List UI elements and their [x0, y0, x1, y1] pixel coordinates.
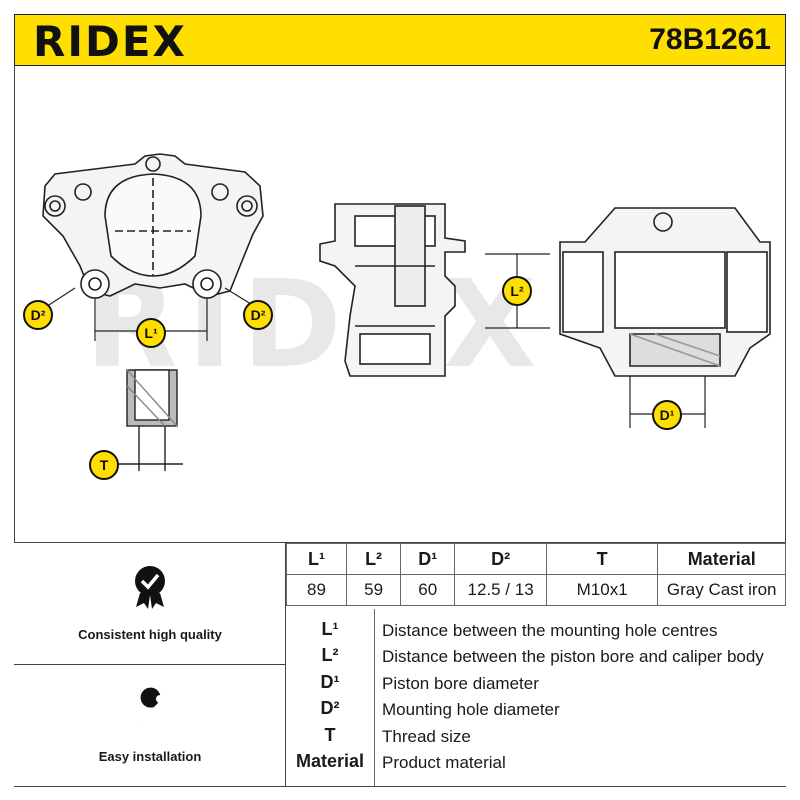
caliper-drawing: RIDEX [34, 153, 771, 471]
technical-drawing: RIDEX [14, 66, 786, 542]
specs-value: 59 [345, 574, 402, 606]
caliper-front-view [42, 153, 264, 299]
specs-header: Material [657, 543, 786, 575]
d2-right-badge: D² [243, 300, 273, 330]
specs-header: T [545, 543, 659, 575]
specs-header-row: L¹ L² D¹ D² T Material [286, 543, 786, 575]
quality-badge-icon [135, 566, 165, 609]
specs-value-row: 89 59 60 12.5 / 13 M10x1 Gray Cast iron [286, 574, 786, 606]
specifications-panel: Consistent high quality Easy installatio… [14, 542, 786, 787]
part-number: 78B1261 [649, 23, 771, 56]
specs-header: L¹ [286, 543, 347, 575]
features-column: Consistent high quality Easy installatio… [14, 543, 286, 787]
wrench-icon [136, 687, 164, 725]
l1-badge: L¹ [136, 318, 166, 348]
feature-quality-label: Consistent high quality [78, 627, 222, 642]
specs-value: 12.5 / 13 [454, 574, 547, 606]
legend-description: Thread size [382, 727, 471, 746]
specs-value: M10x1 [545, 574, 659, 606]
legend-symbol: Material [295, 751, 365, 771]
caliper-section-view [559, 207, 771, 377]
specs-header: L² [345, 543, 402, 575]
specs-table: L¹ L² D¹ D² T Material 89 59 60 12.5 / 1… [286, 543, 786, 606]
caliper-side-view [319, 203, 466, 377]
feature-installation: Easy installation [14, 665, 286, 787]
specs-value: Gray Cast iron [657, 574, 786, 606]
thread-insert [115, 369, 183, 471]
specs-header: D¹ [400, 543, 456, 575]
l2-badge: L² [502, 276, 532, 306]
header-bar: RIDEX 78B1261 [14, 14, 786, 66]
legend-symbol: L¹ [321, 619, 339, 639]
legend-description: Piston bore diameter [382, 674, 539, 693]
legend-symbol: T [324, 725, 336, 745]
d1-badge: D¹ [652, 400, 682, 430]
legend-description: Product material [382, 753, 506, 772]
legend-description: Distance between the mounting hole centr… [382, 621, 718, 640]
legend-description: Distance between the piston bore and cal… [382, 647, 764, 666]
legend-symbol: D¹ [320, 672, 340, 692]
bottom-border [14, 786, 786, 787]
specs-value: 89 [286, 574, 347, 606]
feature-quality: Consistent high quality [14, 543, 286, 665]
legend-symbol: L² [321, 645, 339, 665]
t-badge: T [89, 450, 119, 480]
brand-logo: RIDEX [33, 17, 187, 66]
feature-installation-label: Easy installation [98, 749, 202, 764]
legend: L¹ Distance between the mounting hole ce… [286, 609, 786, 787]
legend-description: Mounting hole diameter [382, 700, 560, 719]
legend-symbol: D² [320, 698, 340, 718]
specs-value: 60 [400, 574, 456, 606]
d2-left-badge: D² [23, 300, 53, 330]
legend-divider [374, 609, 375, 787]
specs-header: D² [454, 543, 547, 575]
